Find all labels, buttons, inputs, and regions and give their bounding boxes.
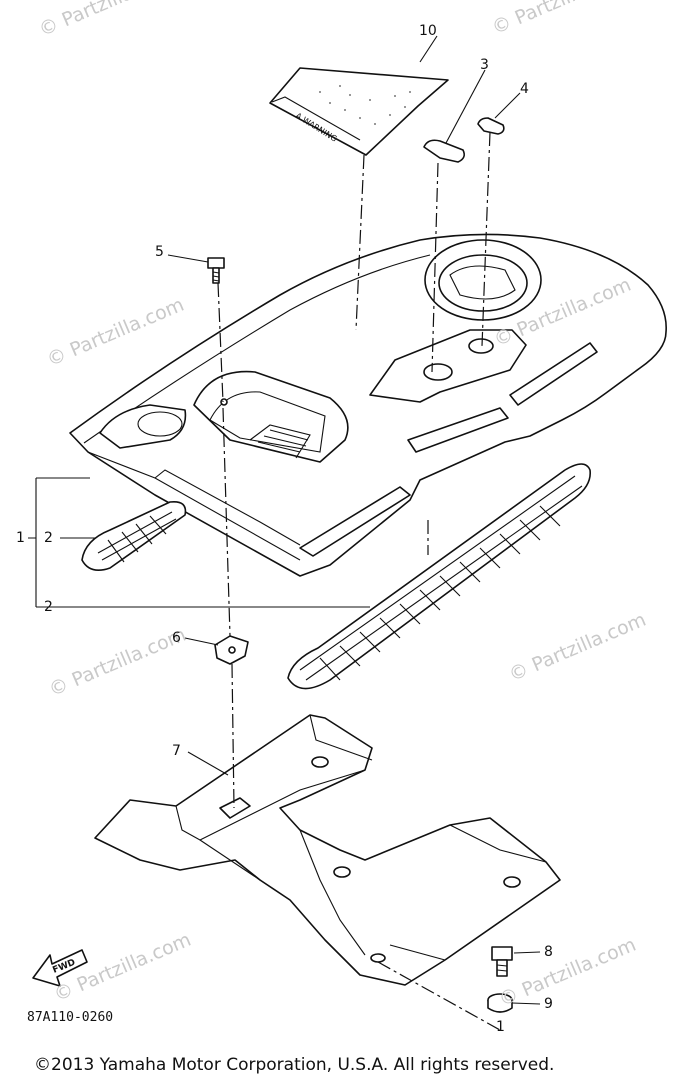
callout-5: 5 [155,244,164,260]
leader-lines [28,35,541,1005]
part-4-pad[interactable] [477,117,505,135]
part-1-seat-cover[interactable] [69,233,667,577]
callout-1: 1 [496,1019,505,1035]
part-8-bolt[interactable] [491,946,513,977]
callout-3: 3 [480,57,489,73]
forward-arrow-icon: FWD [32,949,88,987]
copyright-notice: ©2013 Yamaha Motor Corporation, U.S.A. A… [34,1055,555,1075]
callout-4: 4 [520,81,529,97]
part-10-warning-decal[interactable]: A WARNING [269,67,449,156]
callout-2: 2 [44,530,53,546]
part-2-grille-left[interactable] [81,500,187,571]
centerlines [217,131,501,1031]
part-3-pad[interactable] [423,139,465,163]
callout-9: 9 [544,996,553,1012]
callout-7: 7 [172,743,181,759]
callout-6: 6 [172,630,181,646]
callout-8: 8 [544,944,553,960]
diagram-reference: 87A110-0260 [27,1010,114,1025]
callout-10: 10 [419,23,437,39]
callout-2: 2 [44,599,53,615]
part-9-grommet[interactable] [487,993,513,1013]
part-5-bolt[interactable] [207,257,225,284]
part-2-grille-right[interactable] [287,463,592,690]
callout-1: 1 [16,530,25,546]
